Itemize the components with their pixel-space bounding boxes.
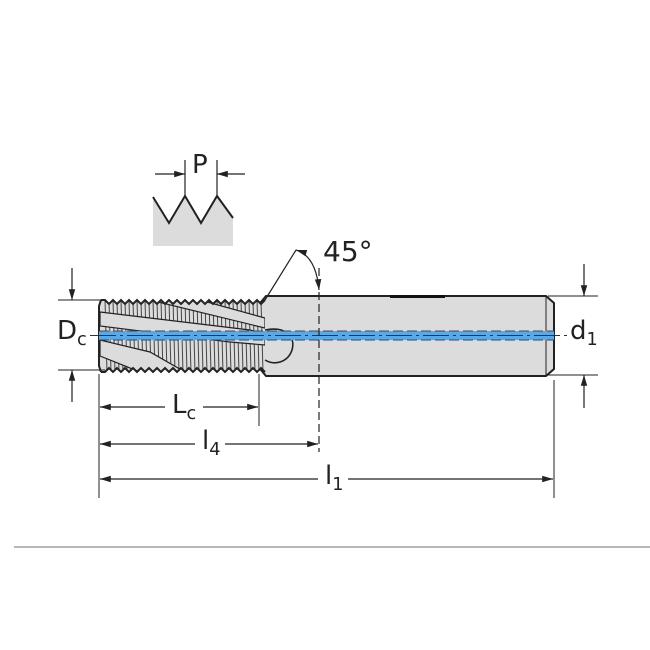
thread-profile-inset: [152, 160, 245, 246]
divider-line: [14, 546, 650, 548]
neck-length-label: l4: [200, 426, 223, 461]
chamfer-angle-annotation: [264, 249, 322, 452]
shank-diameter-label: d1: [570, 316, 598, 351]
overall-length-label: l1: [323, 461, 346, 496]
length-dimensions: [98, 374, 555, 498]
pitch-label: P: [192, 150, 208, 180]
cutting-diameter-dimension: [58, 268, 105, 402]
shank-diameter-dimension: [548, 264, 598, 408]
coolant-channel: [90, 330, 568, 341]
cutting-diameter-label: Dc: [57, 316, 87, 351]
angle-label: 45°: [323, 235, 373, 268]
cutting-length-label: Lc: [170, 390, 199, 425]
